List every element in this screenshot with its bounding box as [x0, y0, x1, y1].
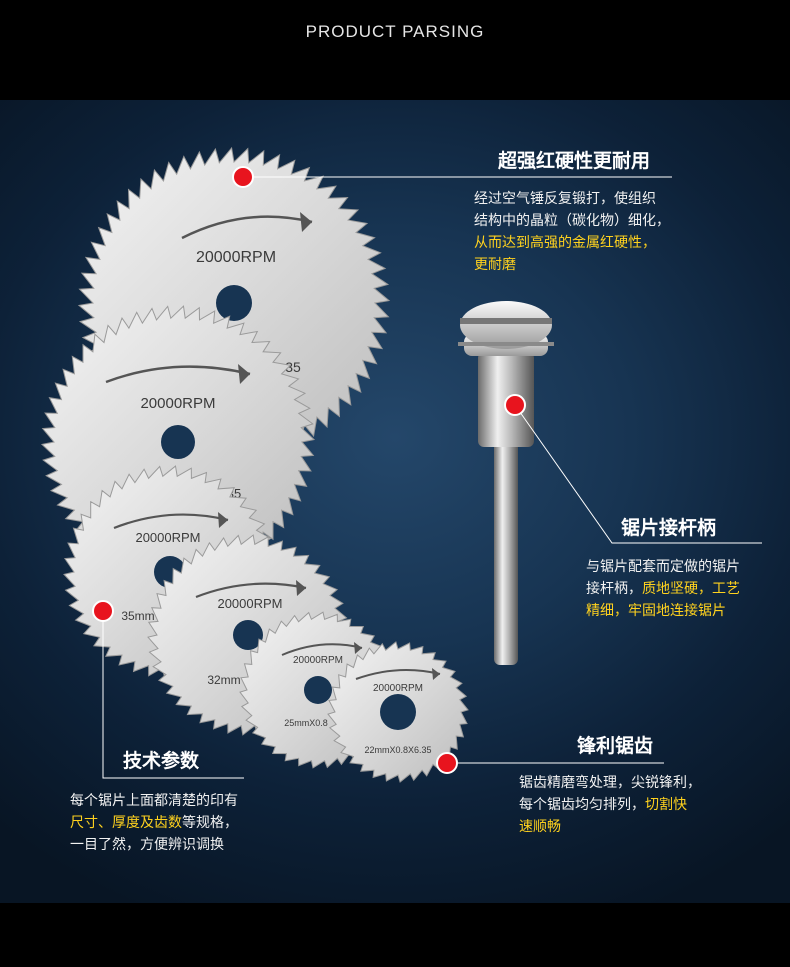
specs-title: 技术参数: [123, 750, 200, 772]
footer-band: [0, 903, 790, 967]
teeth-desc: 锯齿精磨弯处理，尖锐锋利， 每个锯齿均匀排列，切割快 速顺畅: [519, 772, 769, 838]
header-subtitle: PRODUCT PARSING: [305, 22, 485, 41]
blade-3-size: 35mm: [121, 609, 154, 623]
hardness-line-2: 结构中的晶粒（碳化物）细化，: [474, 213, 670, 229]
mandrel-line-1: 与锯片配套而定做的锯片: [586, 559, 740, 575]
marker-teeth: [436, 752, 458, 774]
teeth-title: 锋利锯齿: [577, 735, 654, 757]
blade-6-rpm: 20000RPM: [373, 683, 423, 694]
header-band: PRODUCT PARSING: [0, 0, 790, 100]
blade-6: 20000RPM 22mmX0.8X6.35: [327, 641, 469, 783]
mandrel-shank: [458, 301, 554, 665]
hardness-desc: 经过空气锤反复锻打，使组织 结构中的晶粒（碳化物）细化， 从而达到高强的金属红硬…: [474, 188, 774, 276]
hardness-line-3: 从而达到高强的金属红硬性，: [474, 235, 656, 251]
callout-markers: [92, 166, 526, 774]
teeth-line-2: 每个锯齿均匀排列，切割快: [519, 797, 687, 813]
mandrel-desc: 与锯片配套而定做的锯片 接杆柄，质地坚硬，工艺 精细，牢固地连接锯片: [586, 556, 786, 622]
teeth-line-1: 锯齿精磨弯处理，尖锐锋利，: [519, 775, 701, 791]
blade-5-rpm: 20000RPM: [293, 655, 343, 666]
blade-4-size: 32mm: [207, 673, 240, 687]
blade-1-rpm: 20000RPM: [196, 249, 276, 266]
mandrel-line-2: 接杆柄，质地坚硬，工艺: [586, 581, 740, 597]
hardness-line-1: 经过空气锤反复锻打，使组织: [474, 191, 656, 207]
specs-line-3: 一目了然，方便辨识调换: [70, 837, 224, 853]
mandrel-line-3: 精细，牢固地连接锯片: [586, 603, 726, 619]
teeth-line-3: 速顺畅: [519, 819, 561, 835]
leader-lines: [102, 176, 762, 779]
hardness-title: 超强红硬性更耐用: [498, 150, 651, 172]
specs-line-2: 尺寸、厚度及齿数等规格，: [70, 815, 238, 831]
hardness-line-4: 更耐磨: [474, 257, 516, 273]
specs-desc: 每个锯片上面都清楚的印有 尺寸、厚度及齿数等规格， 一目了然，方便辨识调换: [70, 790, 310, 856]
marker-mandrel: [504, 394, 526, 416]
blade-4-rpm: 20000RPM: [217, 596, 282, 611]
marker-hardness: [232, 166, 254, 188]
blade-3-rpm: 20000RPM: [135, 530, 200, 545]
mandrel-title: 锯片接杆柄: [621, 517, 717, 539]
specs-line-1: 每个锯片上面都清楚的印有: [70, 793, 238, 809]
blade-1-size: 35: [285, 359, 301, 375]
blade-5-size: 25mmX0.8: [284, 718, 328, 728]
blade-2-rpm: 20000RPM: [140, 395, 215, 412]
marker-specs: [92, 600, 114, 622]
blade-6-size: 22mmX0.8X6.35: [364, 745, 431, 755]
